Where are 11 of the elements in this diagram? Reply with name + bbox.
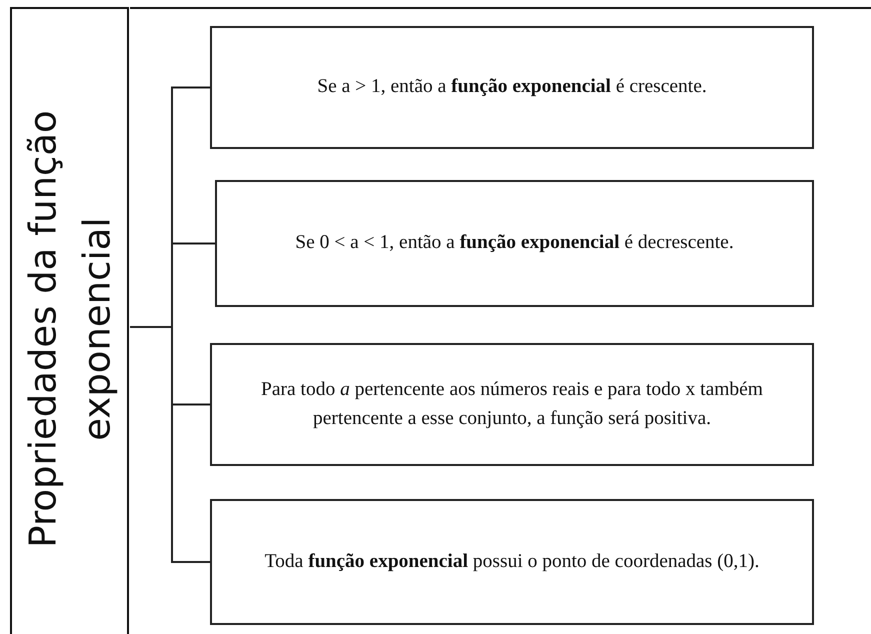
property-text: Se 0 < a < 1, então a função exponencial é decrescente. [295, 231, 734, 256]
property-text: Se a > 1, então a função exponencial é crescente. [317, 75, 707, 100]
property-box [215, 180, 814, 307]
property-box [210, 26, 814, 149]
property-text: Toda função exponencial possui o ponto de coordenadas (0,1). [264, 550, 760, 574]
property-box [210, 499, 814, 625]
property-text: Para todo a pertencente aos números reais e para todo x também pertencente a esse conjunto, a função será positiva. [260, 378, 764, 430]
property-box [210, 343, 814, 466]
band-title: Propriedades da função exponencial [20, 109, 118, 550]
title-band [10, 7, 129, 634]
connector-line [130, 326, 210, 563]
